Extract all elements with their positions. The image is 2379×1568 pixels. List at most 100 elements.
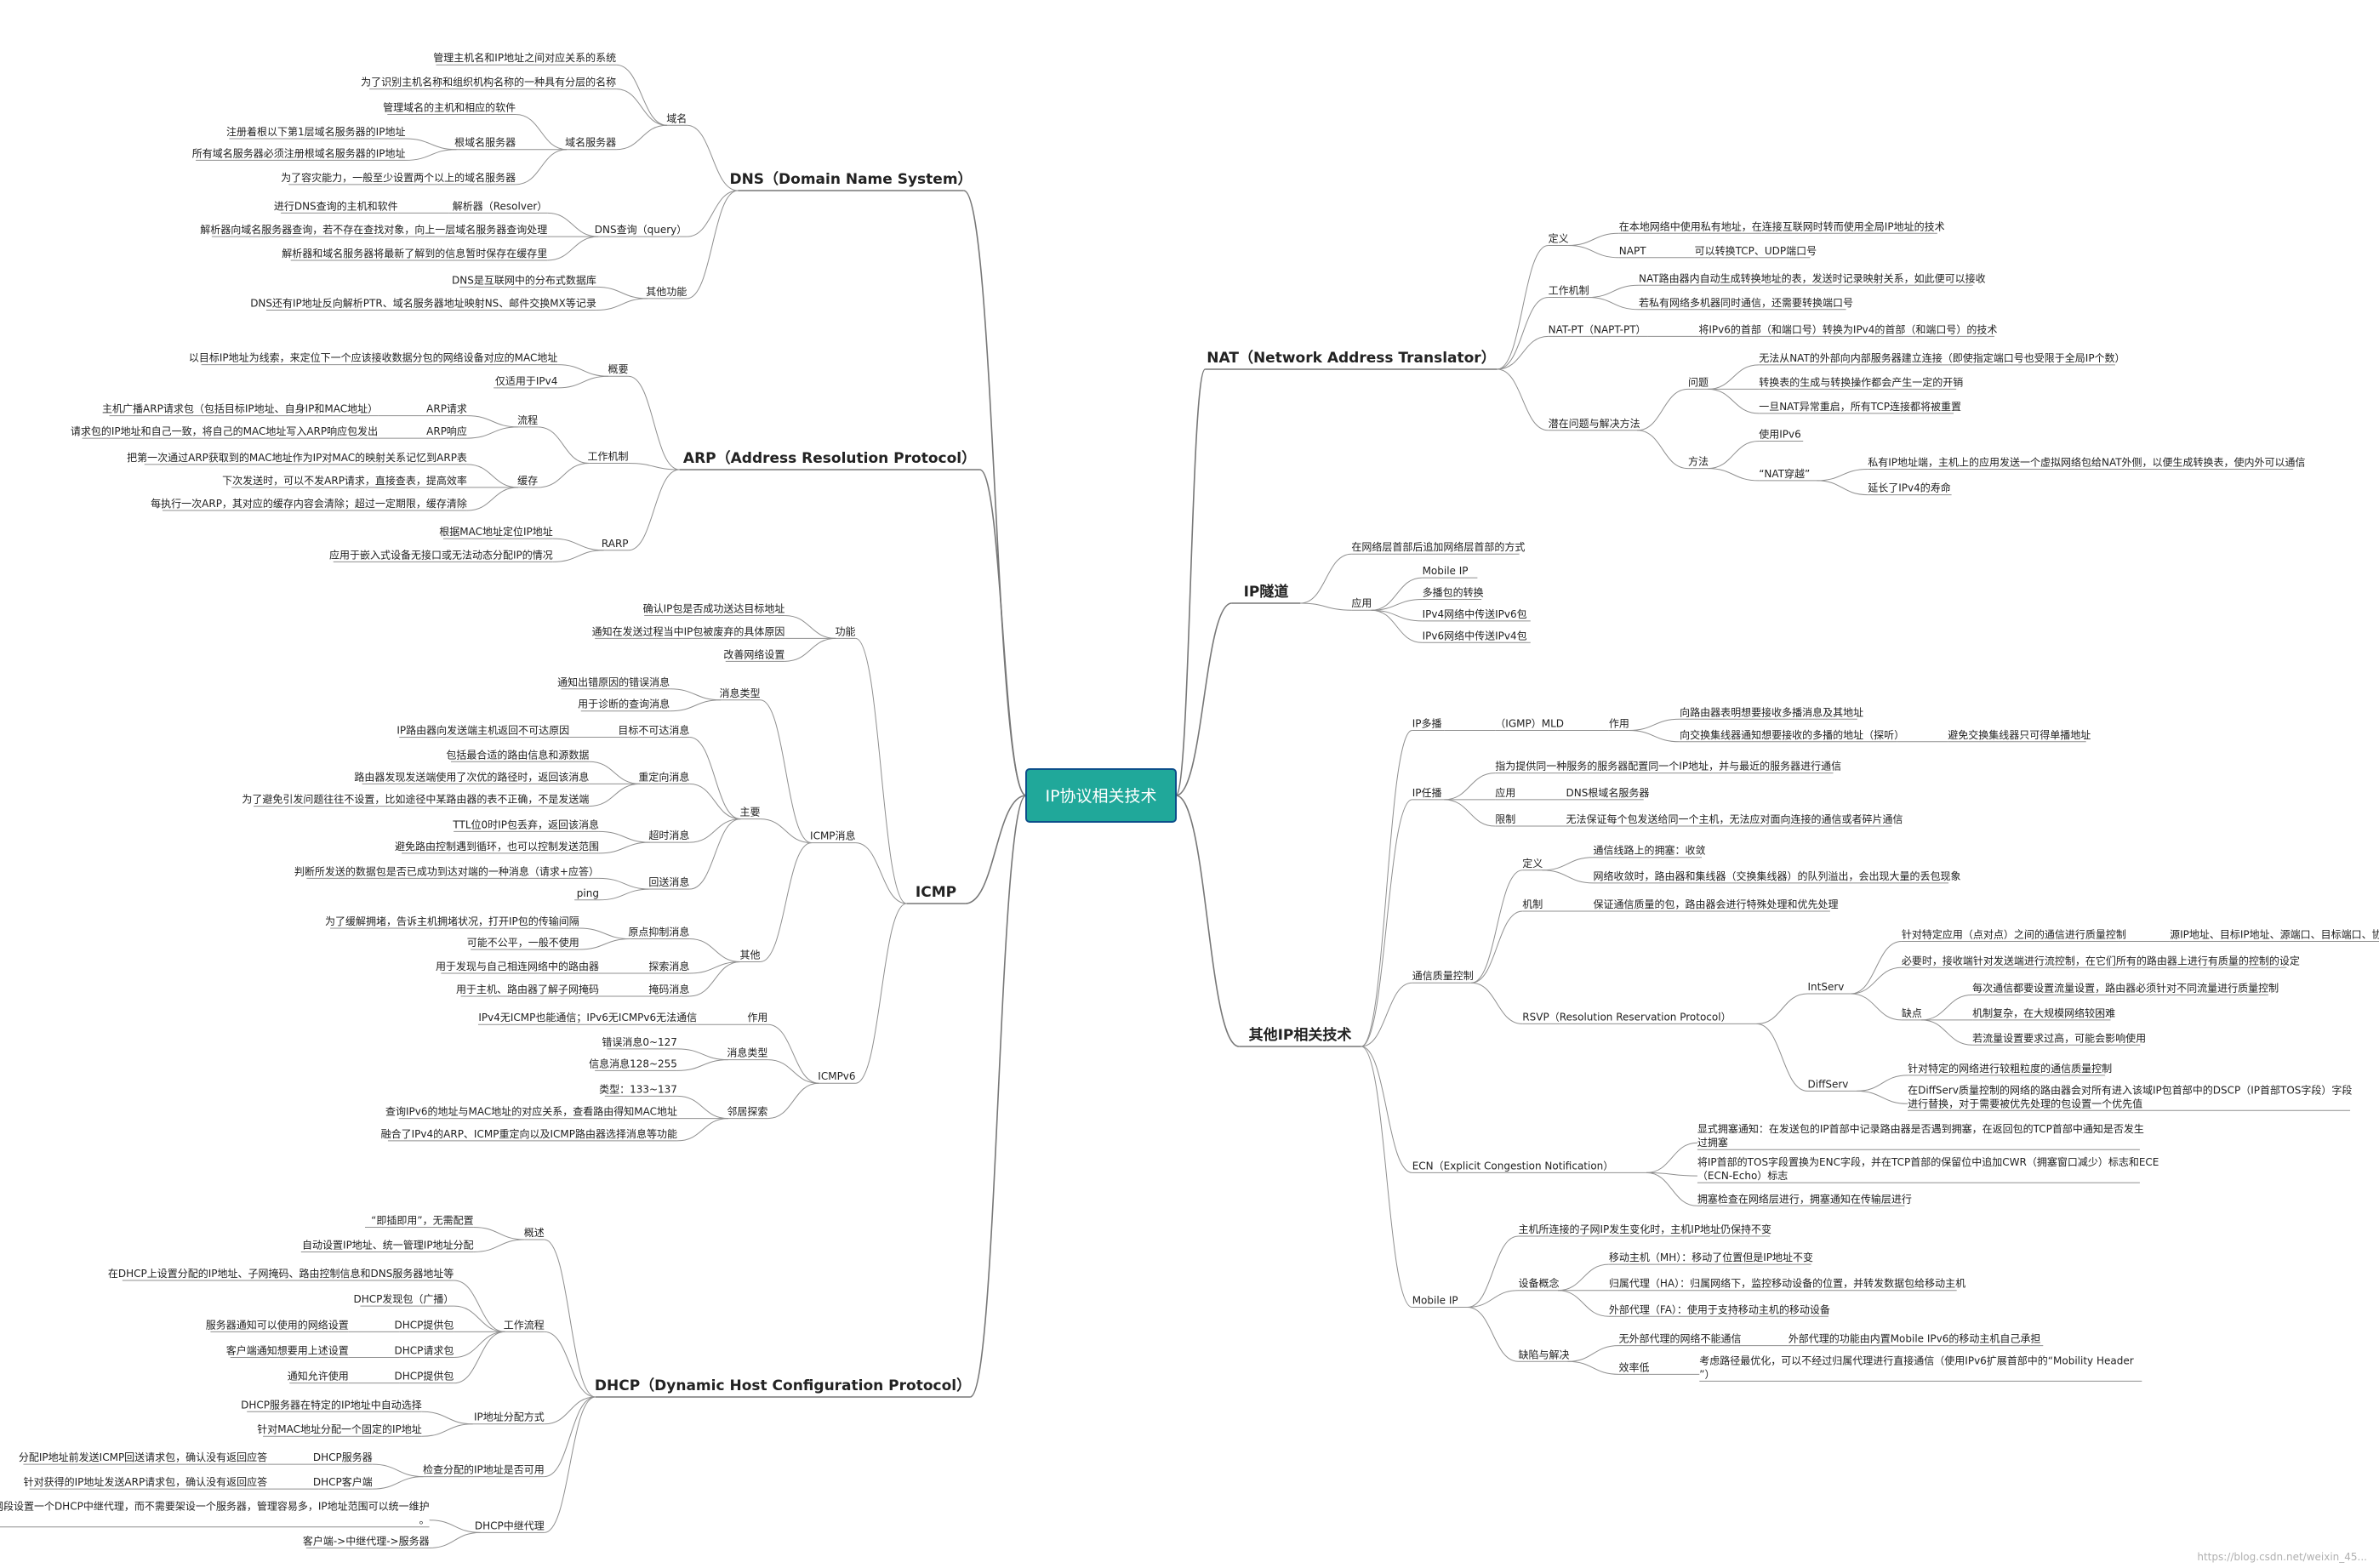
topic-node-ipv6-mobility-header-L4[interactable]: 考虑路径最优化，可以不经过归属代理进行直接通信（使用IPv6扩展首部中的“Mob… bbox=[1699, 1354, 2133, 1380]
topic-node-ip-icmp-L3[interactable]: 分配IP地址前发送ICMP回送请求包，确认没有返回应答 bbox=[19, 1451, 267, 1463]
topic-node-item-L5[interactable]: 若流量设置要求过高，可能会影响使用 bbox=[1972, 1031, 2146, 1044]
topic-node-mac-ip-L2[interactable]: 针对MAC地址分配一个固定的IP地址 bbox=[257, 1423, 422, 1435]
topic-node-ip-ip-L2[interactable]: 自动设置IP地址、统一管理IP地址分配 bbox=[302, 1238, 474, 1251]
topic-node-dhcp-L2[interactable]: DHCP提供包 bbox=[395, 1370, 454, 1383]
topic-node-tcp-udp-L3[interactable]: 可以转换TCP、UDP端口号 bbox=[1695, 244, 1817, 257]
topic-node-item-L1[interactable]: 概要 bbox=[608, 363, 629, 375]
topic-node-ip-L1[interactable]: IP任播 bbox=[1412, 787, 1442, 799]
root-topic[interactable]: IP协议相关技术 bbox=[1025, 768, 1177, 823]
topic-node-item-L1[interactable]: 概述 bbox=[524, 1227, 545, 1239]
topic-node-ip-L2[interactable]: 指为提供同一种服务的服务器配置同一个IP地址，并与最近的服务器进行通信 bbox=[1495, 760, 1841, 773]
topic-node-dhcp-L2[interactable]: DHCP客户端 bbox=[313, 1475, 373, 1488]
topic-node-item-L4[interactable]: 必要时，接收端针对发送端进行流控制，在它们所有的路由器上进行有质量的控制的设定 bbox=[1902, 954, 2300, 966]
topic-node-ip-L4[interactable]: IP路由器向发送端主机返回不可达原因 bbox=[396, 723, 569, 736]
topic-node-dhcp-L1[interactable]: DHCP中继代理 bbox=[475, 1519, 545, 1531]
topic-node-item-L2[interactable]: 定义 bbox=[1522, 857, 1543, 870]
topic-node-arp-L3[interactable]: 每执行一次ARP，其对应的缓存内容会清除；超过一定期限，缓存清除 bbox=[151, 497, 467, 510]
topic-node-resolver-L2[interactable]: 解析器（Resolver） bbox=[453, 200, 548, 212]
topic-node-item-L1[interactable]: 工作机制 bbox=[1549, 285, 1589, 297]
topic-node-ip-L4[interactable]: 为了缓解拥堵，告诉主机拥堵状况，打开IP包的传输间隔 bbox=[325, 915, 579, 927]
topic-node-item-L3[interactable]: 回送消息 bbox=[648, 875, 689, 888]
topic-node-item-L1[interactable]: 通信质量控制 bbox=[1412, 970, 1474, 982]
topic-node-item-L3[interactable]: 根域名服务器 bbox=[454, 136, 516, 149]
topic-node-arp-ip-ip-mac-L4[interactable]: 主机广播ARP请求包（包括目标IP地址、自身IP和MAC地址） bbox=[102, 402, 378, 415]
topic-node-item-L3[interactable]: 超时消息 bbox=[648, 829, 689, 841]
topic-node-item-L3[interactable]: 保证通信质量的包，路由器会进行特殊处理和优先处理 bbox=[1594, 898, 1839, 910]
topic-node-item-L2[interactable]: 作用 bbox=[747, 1012, 767, 1023]
topic-node-ip-L1[interactable]: IP地址分配方式 bbox=[474, 1411, 545, 1423]
topic-node-arp-L3[interactable]: 下次发送时，可以不发ARP请求，直接查表，提高效率 bbox=[222, 474, 467, 487]
topic-node-arp-L3[interactable]: ARP请求 bbox=[426, 403, 467, 415]
topic-node-intserv-L3[interactable]: IntServ bbox=[1808, 981, 1845, 993]
topic-node-item-L2[interactable]: 缓存 bbox=[517, 475, 538, 487]
topic-node-ip-arp-L3[interactable]: 针对获得的IP地址发送ARP请求包，确认没有返回应答 bbox=[24, 1475, 268, 1488]
topic-node-ip-ip-L2[interactable]: 主机所连接的子网IP发生变化时，主机IP地址仍保持不变 bbox=[1519, 1223, 1772, 1235]
topic-node-item-L2[interactable]: 消息类型 bbox=[727, 1046, 767, 1059]
topic-node-item-L4[interactable]: 可能不公平，一般不使用 bbox=[467, 936, 579, 949]
topic-node-ip-tcp-L2[interactable]: 显式拥塞通知：在发送包的IP首部中记录路由器是否遇到拥塞，在返回包的TCP首部中… bbox=[1697, 1122, 2144, 1149]
topic-node-item-L3[interactable]: 管理域名的主机和相应的软件 bbox=[383, 101, 516, 114]
topic-node-item-L3[interactable]: 网络收敛时，路由器和集线器（交换集线器）的队列溢出，会出现大量的丢包现象 bbox=[1594, 870, 1961, 882]
topic-node-dns-query-L1[interactable]: DNS查询（query） bbox=[595, 224, 687, 236]
topic-node-ecn-explicit-congestion-notification-L1[interactable]: ECN（Explicit Congestion Notification） bbox=[1412, 1160, 1614, 1172]
topic-node-napt-L2[interactable]: NAPT bbox=[1619, 245, 1646, 257]
topic-node-item-L3[interactable]: 服务器通知可以使用的网络设置 bbox=[206, 1318, 349, 1331]
topic-node-item-L1[interactable]: 工作流程 bbox=[504, 1318, 545, 1331]
topic-node-item-L2[interactable]: 机制 bbox=[1522, 898, 1543, 910]
topic-node-ttl-0-ip-L4[interactable]: TTL位0时IP包丢弃，返回该消息 bbox=[452, 818, 599, 830]
branch-nat[interactable]: NAT（Network Address Translator） bbox=[1207, 349, 1495, 367]
topic-node-item-L4[interactable]: 判断所发送的数据包是否已成功到达对端的一种消息（请求+应答） bbox=[294, 864, 599, 877]
topic-node-ip-L2[interactable]: 应用于嵌入式设备无接口或无法动态分配IP的情况 bbox=[329, 548, 553, 561]
topic-node-nat-ip-L3[interactable]: 无法从NAT的外部向内部服务器建立连接（即使指定端口号也受限于全局IP个数） bbox=[1759, 351, 2125, 364]
topic-node-item-L3[interactable]: 用于诊断的查询消息 bbox=[578, 698, 670, 710]
topic-node-item-L1[interactable]: 应用 bbox=[1351, 596, 1372, 609]
topic-node-item-L2[interactable]: 应用 bbox=[1495, 786, 1515, 799]
topic-node-item-L4[interactable]: 包括最合适的路由信息和源数据 bbox=[446, 748, 589, 761]
topic-node-item-L4[interactable]: 向路由器表明想要接收多播消息及其地址 bbox=[1680, 705, 1863, 718]
topic-node-item-L2[interactable]: 消息类型 bbox=[720, 687, 761, 699]
topic-node-mh-ip-L3[interactable]: 移动主机（MH）：移动了位置但是IP地址不变 bbox=[1609, 1251, 1813, 1263]
topic-node-item-L1[interactable]: 在网络层首部后追加网络层首部的方式 bbox=[1351, 540, 1525, 553]
topic-node-dhcp-ip-L2[interactable]: 每个网段设置一个DHCP中继代理，而不需要架设一个服务器，管理容易多，IP地址范… bbox=[0, 1500, 430, 1526]
branch-icmp[interactable]: ICMP bbox=[916, 884, 956, 901]
topic-node-ip-L1[interactable]: IP多播 bbox=[1412, 718, 1442, 730]
topic-node-item-L2[interactable]: “即插即用”，无需配置 bbox=[371, 1214, 473, 1226]
topic-node-diffserv-L3[interactable]: DiffServ bbox=[1808, 1078, 1849, 1090]
topic-node-dhcp-ip-dns-L2[interactable]: 在DHCP上设置分配的IP地址、子网掩码、路由控制信息和DNS服务器地址等 bbox=[108, 1267, 454, 1280]
topic-node-ip-ip-L5[interactable]: 源IP地址、目标IP地址、源端口、目标端口、协议号五项完全一致 bbox=[2170, 927, 2379, 940]
topic-node-item-L4[interactable]: 针对特定的网络进行较粗粒度的通信质量控制 bbox=[1908, 1062, 2112, 1075]
topic-node-rarp-L1[interactable]: RARP bbox=[602, 538, 629, 550]
topic-node-item-L5[interactable]: 每次通信都要设置流量设置，路由器必须针对不同流量进行质量控制 bbox=[1972, 981, 2279, 994]
topic-node-item-L4[interactable]: 用于发现与自己相连网络中的路由器 bbox=[436, 960, 599, 972]
topic-node-item-L5[interactable]: 避免交换集线器只可得单播地址 bbox=[1948, 728, 2091, 741]
topic-node-item-L1[interactable]: 功能 bbox=[836, 625, 856, 637]
topic-node-mobile-ip-L2[interactable]: Mobile IP bbox=[1423, 565, 1469, 577]
topic-node-ip-L2[interactable]: 通知在发送过程当中IP包被废弃的具体原因 bbox=[592, 624, 785, 637]
topic-node-item-L2[interactable]: 其他 bbox=[740, 949, 761, 961]
topic-node-0-127-L3[interactable]: 错误消息0~127 bbox=[602, 1035, 677, 1048]
topic-node-arp-mac-ip-mac-arp-L3[interactable]: 把第一次通过ARP获取到的MAC地址作为IP对MAC的映射关系记忆到ARP表 bbox=[127, 451, 467, 464]
topic-node-item-L2[interactable]: 邻居探索 bbox=[727, 1106, 767, 1118]
branch-dns[interactable]: DNS（Domain Name System） bbox=[729, 170, 972, 188]
topic-node-rsvp-resolution-reservation-protocol-L2[interactable]: RSVP（Resolution Reservation Protocol） bbox=[1522, 1011, 1731, 1023]
topic-node-dhcp-L2[interactable]: DHCP提供包 bbox=[395, 1318, 454, 1331]
topic-node-item-L2[interactable]: 解析器向域名服务器查询，若不存在查找对象，向上一层域名服务器查询处理 bbox=[200, 223, 547, 236]
topic-node-item-L5[interactable]: 机制复杂，在大规模网络较困难 bbox=[1972, 1006, 2115, 1019]
branch-other[interactable]: 其他IP相关技术 bbox=[1249, 1026, 1352, 1044]
topic-node-ip-mac-L2[interactable]: 以目标IP地址为线索，来定位下一个应该接收数据分包的网络设备对应的MAC地址 bbox=[189, 351, 558, 364]
topic-node-item-L1[interactable]: 其他功能 bbox=[646, 286, 687, 298]
topic-node-icmp-L1[interactable]: ICMP消息 bbox=[810, 830, 856, 842]
topic-node-ip-L2[interactable]: 在本地网络中使用私有地址，在连接互联网时转而使用全局IP地址的技术 bbox=[1619, 220, 1945, 232]
topic-node-mobile-ip-L1[interactable]: Mobile IP bbox=[1412, 1295, 1458, 1307]
topic-node-item-L1[interactable]: 定义 bbox=[1549, 232, 1569, 245]
topic-node-fa-L3[interactable]: 外部代理（FA）：使用于支持移动主机的移动设备 bbox=[1609, 1303, 1830, 1315]
topic-node-ip-nat-L4[interactable]: 私有IP地址端，主机上的应用发送一个虚拟网络包给NAT外侧，以便生成转换表，使内… bbox=[1868, 455, 2305, 468]
topic-node-nat-L2[interactable]: NAT路由器内自动生成转换地址的表，发送时记录映射关系，如此便可以接收 bbox=[1639, 271, 1986, 284]
topic-node-item-L4[interactable]: 缺点 bbox=[1902, 1006, 1922, 1019]
topic-node-icmpv6-L1[interactable]: ICMPv6 bbox=[818, 1070, 855, 1082]
topic-node-ip-L2[interactable]: 确认IP包是否成功送达目标地址 bbox=[643, 602, 785, 614]
topic-node-item-L2[interactable]: 问题 bbox=[1688, 376, 1709, 388]
topic-node-item-L4[interactable]: 为了避免引发问题往往不设置，比如途径中某路由器的表不正确，不是发送端 bbox=[242, 793, 589, 806]
topic-node-item-L3[interactable]: 掩码消息 bbox=[648, 983, 689, 995]
topic-node-dns-L3[interactable]: 进行DNS查询的主机和软件 bbox=[274, 199, 398, 212]
